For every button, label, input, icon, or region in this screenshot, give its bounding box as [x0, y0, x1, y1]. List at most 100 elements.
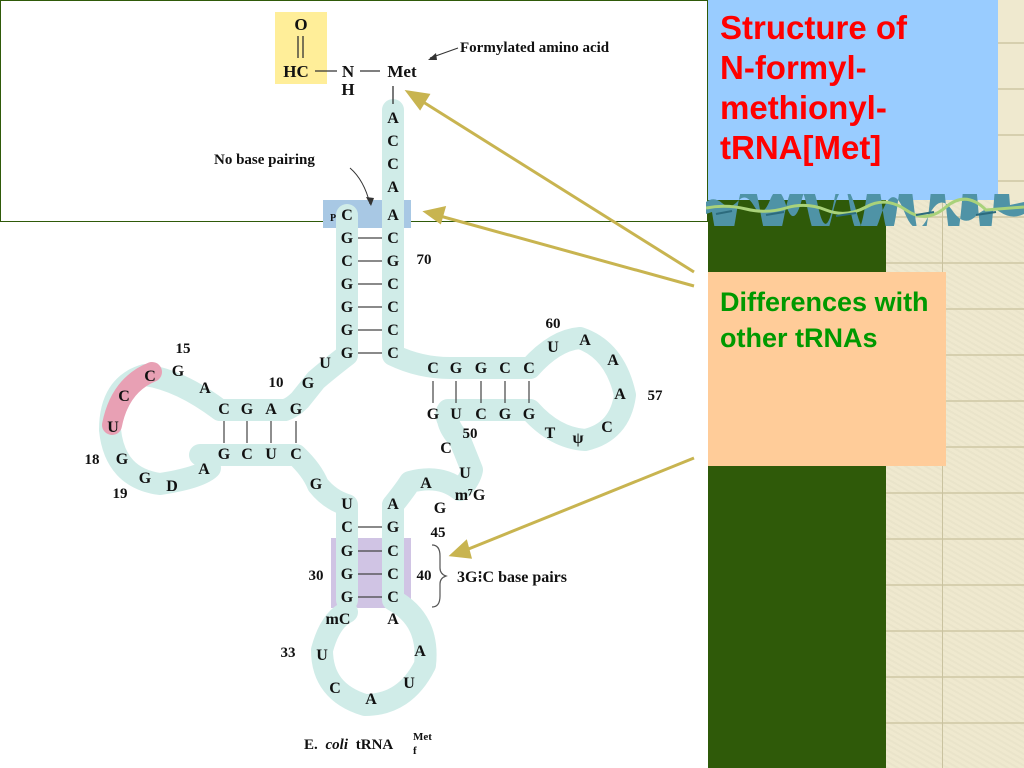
d-loop-base: A: [199, 380, 211, 397]
d-loop-base: D: [166, 478, 178, 495]
formyl-o: O: [294, 15, 307, 34]
d-stem-base: C: [290, 446, 302, 463]
variable-loop-base: G: [434, 500, 447, 517]
formyl-hc: HC: [283, 62, 309, 81]
anticodon-loop-base: A: [414, 643, 426, 660]
formyl-n: N: [342, 62, 355, 81]
acceptor-stem-base: C: [387, 276, 399, 293]
met-label: Met: [387, 62, 417, 81]
variable-loop-base: A: [420, 475, 432, 492]
t-stem-base: G: [499, 406, 512, 423]
anticodon-stem-base: U: [341, 496, 353, 513]
species-prefix: E.: [304, 737, 318, 753]
position-number: 30: [309, 568, 324, 584]
t-stem-base: G: [450, 360, 463, 377]
t-stem-base: G: [427, 406, 440, 423]
anticodon-stem-base: A: [387, 496, 399, 513]
d-loop-base: C: [118, 388, 130, 405]
anticodon-stem-base: G: [387, 519, 400, 536]
gc-base-pairs-label: 3G⁝C base pairs: [457, 569, 567, 586]
anticodon-stem-base: A: [387, 611, 399, 628]
d-stem-base: G: [290, 401, 303, 418]
anticodon-stem-base: C: [387, 566, 399, 583]
species-subscript: f: [413, 745, 417, 757]
formyl-group: O HC N H Met: [283, 15, 417, 104]
no-base-pairing-label: No base pairing: [214, 152, 315, 168]
position-number: 33: [281, 645, 296, 661]
acceptor-tail-base: C: [387, 156, 399, 173]
t-stem-base: C: [499, 360, 511, 377]
anticodon-loop-base: C: [329, 680, 341, 697]
d-loop-pink-segment: [102, 362, 162, 435]
position-number: 19: [113, 486, 128, 502]
anticodon-loop-base: U: [316, 647, 328, 664]
t-loop-base: ψ: [572, 430, 583, 447]
d-loop-base: C: [144, 368, 156, 385]
position-number: 60: [546, 316, 561, 332]
acceptor-stem-base: G: [341, 322, 354, 339]
species-italic: coli: [326, 737, 349, 753]
t-loop-base: U: [547, 339, 559, 356]
t-loop-base: A: [579, 332, 591, 349]
position-number: 40: [417, 568, 432, 584]
anticodon-loop-base: A: [365, 691, 377, 708]
position-number: 57: [648, 388, 664, 404]
position-number: 50: [463, 426, 478, 442]
formyl-highlight: [275, 12, 327, 84]
acceptor-stem-base: C: [387, 299, 399, 316]
position-number: 10: [269, 375, 284, 391]
acceptor-stem-base: G: [341, 299, 354, 316]
t-stem-base: C: [475, 406, 487, 423]
position-number: 15: [176, 341, 191, 357]
variable-loop-base: C: [440, 440, 452, 457]
svg-text:E. coli tRNA: E. coli tRNA: [304, 737, 393, 753]
d-loop-base: G: [139, 470, 152, 487]
anticodon-stem-base: C: [387, 543, 399, 560]
t-stem-base: U: [450, 406, 462, 423]
anticodon-stem-base: mC: [326, 611, 351, 628]
acceptor-stem-base: G: [341, 345, 354, 362]
d-loop-base: G: [116, 451, 129, 468]
t-stem-base: C: [523, 360, 535, 377]
species-label: E. coli tRNA Met f: [304, 731, 432, 757]
formylated-amino-acid-label: Formylated amino acid: [460, 40, 610, 56]
d-stem-base: C: [241, 446, 253, 463]
acceptor-tail-base: A: [387, 179, 399, 196]
acceptor-stem-base: C: [387, 230, 399, 247]
no-base-pairing-callout: No base pairing: [214, 152, 374, 206]
species-trna: tRNA: [356, 737, 394, 753]
d-stem-base: A: [265, 401, 277, 418]
d-loop-base: U: [107, 419, 119, 436]
t-stem-base: G: [523, 406, 536, 423]
d-loop-base: G: [172, 363, 185, 380]
acceptor-stem-base: G: [341, 276, 354, 293]
trna-backbone: [99, 99, 636, 716]
acceptor-stem-base: C: [387, 322, 399, 339]
d-stem-base: C: [218, 401, 230, 418]
gc-callout: 3G⁝C base pairs: [431, 544, 567, 608]
slide-title: Structure of N-formyl-methionyl-tRNA[Met…: [720, 9, 908, 166]
differences-heading: Differences with other tRNAs: [720, 287, 929, 353]
d-stem-base: G: [241, 401, 254, 418]
anticodon-stem-base: G: [341, 543, 354, 560]
variable-loop-base: U: [459, 465, 471, 482]
acceptor-stem-base: C: [387, 345, 399, 362]
variable-loop-base: m⁷G: [455, 487, 486, 504]
anticodon-stem-base: G: [341, 566, 354, 583]
connector-base: U: [319, 355, 331, 372]
formyl-h: H: [341, 80, 354, 99]
t-loop-base: C: [601, 419, 613, 436]
acceptor-stem-base: A: [387, 207, 399, 224]
torn-edge-decoration: [706, 194, 1024, 226]
anticodon-stem-base: G: [341, 589, 354, 606]
d-stem-base: G: [218, 446, 231, 463]
anticodon-stem-base: C: [341, 519, 353, 536]
p-mark: P: [330, 213, 336, 224]
d-stem-base: U: [265, 446, 277, 463]
t-loop-base: A: [614, 386, 626, 403]
acceptor-stem-base: C: [341, 253, 353, 270]
title-box: Structure of N-formyl-methionyl-tRNA[Met…: [708, 0, 998, 200]
connector-base: G: [302, 375, 315, 392]
position-number: 18: [85, 452, 100, 468]
position-number: 70: [417, 252, 432, 268]
